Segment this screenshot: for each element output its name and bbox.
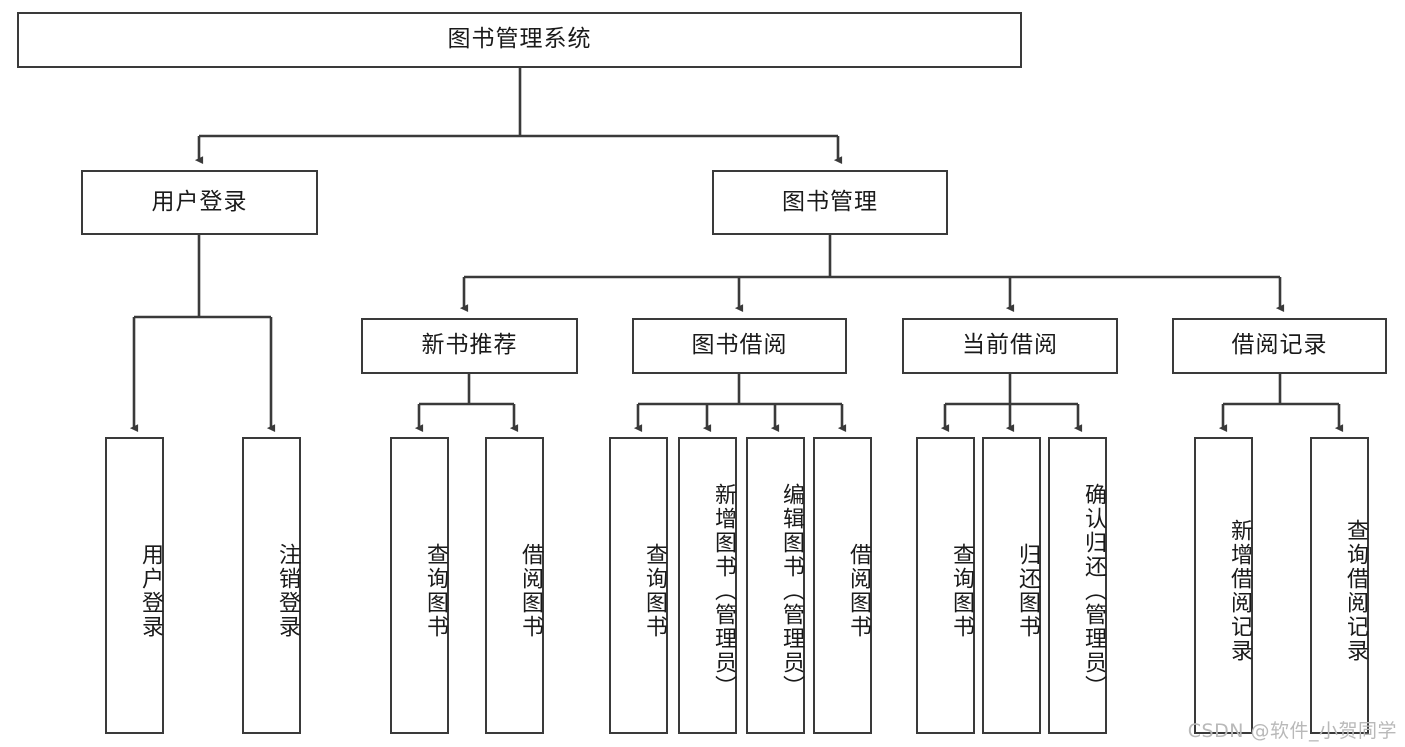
node-label: 新增图书（管理员） (711, 482, 736, 699)
leaf-current-borrow-return-book[interactable]: 归还图书 (982, 437, 1041, 734)
node-label: 借阅图书 (518, 542, 543, 639)
leaf-book-borrow-borrow-book[interactable]: 借阅图书 (813, 437, 872, 734)
node-borrow-record[interactable]: 借阅记录 (1172, 318, 1387, 374)
csdn-watermark: CSDN @软件_小贺同学 (1187, 720, 1397, 742)
node-book-management[interactable]: 图书管理 (712, 170, 948, 235)
leaf-current-borrow-confirm-return-admin[interactable]: 确认归还（管理员） (1048, 437, 1107, 734)
node-label: 查询借阅记录 (1343, 518, 1368, 663)
node-root-book-management-system[interactable]: 图书管理系统 (17, 12, 1022, 68)
node-label: 新书推荐 (421, 332, 518, 359)
node-label: 注销登录 (275, 542, 300, 639)
leaf-book-borrow-query-book[interactable]: 查询图书 (609, 437, 668, 734)
node-label: 图书管理系统 (447, 26, 592, 53)
node-label: 借阅记录 (1231, 332, 1328, 359)
leaf-user-login-logout[interactable]: 注销登录 (242, 437, 301, 734)
leaf-new-book-query-book[interactable]: 查询图书 (390, 437, 449, 734)
node-label: 确认归还（管理员） (1081, 482, 1106, 699)
leaf-book-borrow-add-book-admin[interactable]: 新增图书（管理员） (678, 437, 737, 734)
node-user-login[interactable]: 用户登录 (81, 170, 318, 235)
leaf-current-borrow-query-book[interactable]: 查询图书 (916, 437, 975, 734)
node-label: 当前借阅 (962, 332, 1058, 359)
node-label: 编辑图书（管理员） (779, 482, 804, 699)
node-label: 借阅图书 (846, 542, 871, 639)
leaf-new-book-borrow-book[interactable]: 借阅图书 (485, 437, 544, 734)
leaf-borrow-record-add-record[interactable]: 新增借阅记录 (1194, 437, 1253, 734)
node-label: 查询图书 (423, 542, 448, 639)
node-label: 查询图书 (949, 542, 974, 639)
leaf-user-login-login[interactable]: 用户登录 (105, 437, 164, 734)
node-label: 归还图书 (1015, 542, 1040, 639)
node-label: 新增借阅记录 (1227, 518, 1252, 663)
leaf-book-borrow-edit-book-admin[interactable]: 编辑图书（管理员） (746, 437, 805, 734)
node-label: 图书管理 (782, 188, 878, 215)
leaf-borrow-record-query-record[interactable]: 查询借阅记录 (1310, 437, 1369, 734)
node-label: 用户登录 (138, 542, 163, 639)
node-label: 用户登录 (151, 188, 248, 215)
node-label: 查询图书 (642, 542, 667, 639)
node-new-book-recommend[interactable]: 新书推荐 (361, 318, 578, 374)
node-label: 图书借阅 (691, 332, 788, 359)
node-current-borrow[interactable]: 当前借阅 (902, 318, 1118, 374)
node-book-borrow[interactable]: 图书借阅 (632, 318, 847, 374)
